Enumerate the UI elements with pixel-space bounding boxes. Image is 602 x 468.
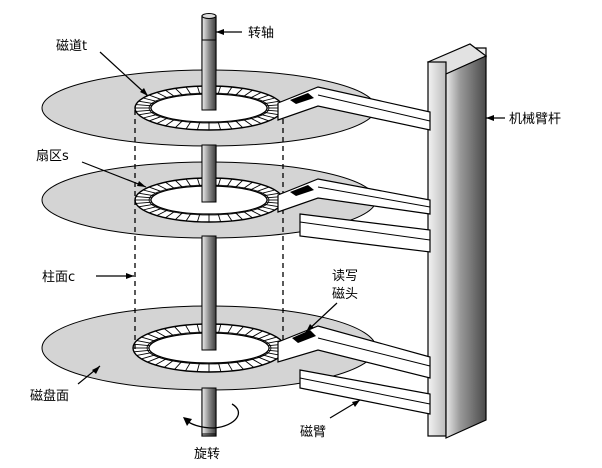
sector-tick: [135, 109, 152, 112]
sector-tick: [257, 333, 271, 340]
sector-tick: [217, 324, 222, 334]
label-cylinder: 柱面c: [42, 270, 75, 285]
sector-tick: [174, 361, 183, 370]
sector-tick: [251, 330, 263, 338]
sector-tick: [164, 328, 174, 337]
platter-bottom: [41, 235, 377, 391]
spindle-top: [201, 13, 217, 19]
rotation-arrow: [183, 403, 239, 429]
sector-tick: [244, 359, 254, 368]
sector-tick: [133, 349, 150, 353]
sector-tick: [227, 362, 233, 372]
cylinder-outline: [134, 110, 284, 350]
sector-tick: [155, 330, 167, 338]
spindle-bottom: [201, 387, 217, 435]
sector-tick: [185, 324, 191, 334]
label-head-line1: 读写: [332, 269, 358, 284]
sector-tick: [135, 104, 152, 107]
sector-tick: [251, 358, 263, 366]
sector-tick: [133, 343, 150, 347]
label-spindle: 转轴: [248, 26, 274, 41]
sector-tick: [235, 361, 244, 370]
sector-tick: [147, 356, 161, 363]
label-arm-post: 机械臂杆: [509, 112, 561, 127]
leader-lines: [77, 29, 505, 419]
sector-tick: [227, 324, 233, 334]
sector-tick: [136, 352, 152, 356]
label-track: 磁道t: [56, 39, 87, 54]
sector-tick: [217, 362, 222, 372]
sector-tick: [185, 362, 191, 372]
sector-tick: [196, 324, 201, 334]
arm-middle: [277, 178, 431, 253]
arm-bottom: [277, 325, 431, 415]
label-rotation: 旋转: [194, 447, 220, 462]
sector-tick: [235, 326, 244, 335]
sector-tick: [136, 340, 152, 344]
label-surface: 磁盘面: [30, 388, 69, 404]
sector-tick: [257, 356, 271, 363]
sector-tick: [135, 196, 152, 199]
platter-middle: [41, 144, 377, 239]
sector-tick: [196, 362, 201, 372]
sector-tick: [147, 333, 161, 340]
label-arm: 磁臂: [300, 425, 326, 440]
label-sector: 扇区s: [36, 148, 69, 164]
sector-tick: [135, 201, 152, 204]
sector-tick: [174, 326, 183, 335]
sector-tick: [155, 358, 167, 366]
arm-top: [277, 86, 431, 131]
sector-tick: [244, 328, 254, 337]
label-head-line2: 磁头: [332, 287, 358, 302]
sector-tick: [164, 359, 174, 368]
arm-post: [426, 43, 488, 439]
